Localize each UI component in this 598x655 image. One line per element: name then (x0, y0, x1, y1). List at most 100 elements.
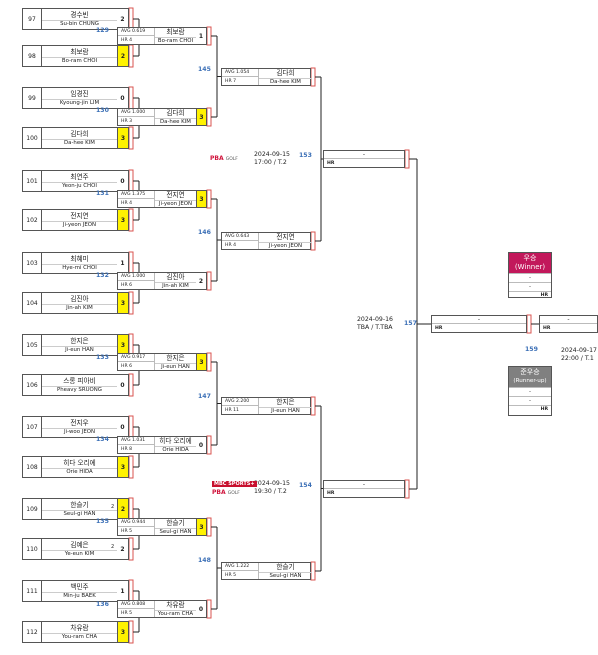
match-score: 2 (117, 9, 128, 29)
match-score: 3 (196, 109, 206, 125)
match-slot-outline (128, 415, 134, 439)
score-annotation: 2 (111, 544, 115, 550)
match-slot-outline (128, 620, 134, 644)
player-name-korean: 스롱 피아비 (63, 376, 96, 385)
winner-title: 우승 (523, 254, 537, 262)
player-name-english: Pheavy SRUONG (42, 385, 117, 394)
schedule-bottom: 2024-09-15 19:30 / T.2 (254, 480, 290, 496)
match-slot-outline (128, 579, 134, 603)
pba-logo-bottom: PBA GOLF (212, 489, 240, 496)
match-score: 2 (196, 273, 206, 289)
match-score: 1 (117, 581, 128, 601)
average-stat: AVG 1.000 (118, 109, 154, 117)
match-slot-outline (128, 126, 134, 150)
high-run-stat: HR 6 (121, 363, 133, 369)
average-stat: AVG 2.200 (222, 398, 258, 406)
player-name-english: Bo-ram CHOI (155, 36, 196, 45)
player-name-english: Da-hee KIM (155, 117, 196, 126)
golf-logo-text: GOLF (227, 491, 240, 496)
player-name-english: Ji-eun HAN (155, 362, 196, 371)
match-slot-outline (206, 435, 212, 455)
player-name-korean: 김다희 (70, 129, 89, 138)
winner-box: 우승 (Winner) - - HR (508, 252, 552, 298)
final-slot[interactable]: -HR (539, 315, 598, 333)
winner-row-1: - (509, 273, 551, 282)
average-stat: AVG 1.031 (118, 437, 154, 445)
player-name-korean: 히다 오리에 (159, 436, 192, 445)
match-score: 1 (117, 253, 128, 273)
schedule-top-time: 17:00 / T.2 (254, 159, 287, 166)
mbc-sports-logo: MBC SPORTS+ (212, 481, 257, 487)
match-score: 2 (117, 499, 128, 519)
player-name-english: Orie HIDA (42, 467, 117, 476)
player-name-english: You-ram CHA (42, 632, 117, 641)
semifinal-slot[interactable]: -HR (323, 480, 405, 498)
match-score: 3 (196, 354, 206, 370)
match-slot-outline (206, 599, 212, 619)
player-name-english: Ji-eun HAN (42, 345, 117, 354)
match-slot-outline (128, 497, 134, 521)
match-number: 132 (96, 272, 109, 279)
player-name-english: Ji-yeon JEON (155, 199, 196, 208)
match-score: 0 (117, 417, 128, 437)
player-name-english: Ji-woo JEON (42, 427, 117, 436)
slot-player: - (324, 151, 404, 159)
semifinal-slot[interactable]: -HR (323, 150, 405, 168)
score-annotation: 2 (111, 504, 115, 510)
average-stat: AVG 0.944 (118, 519, 154, 527)
match-score: 1 (196, 28, 206, 44)
match-slot-outline (206, 271, 212, 291)
seed-number: 98 (23, 46, 42, 66)
high-run-stat: HR 5 (121, 610, 133, 616)
player-name-korean: 한지은 (70, 336, 89, 345)
high-run-stat: HR 8 (121, 446, 133, 452)
runnerup-subtitle: (Runner-up) (513, 377, 547, 384)
player-name-korean: 전지연 (166, 190, 185, 199)
final-slot[interactable]: -HR (431, 315, 527, 333)
average-stat: AVG 1.222 (222, 563, 258, 571)
match-number: 135 (96, 518, 109, 525)
high-run-stat: HR 4 (121, 200, 133, 206)
player-name-english: Su-bin CHUNG (42, 19, 117, 28)
pba-logo-text: PBA (210, 155, 224, 162)
match-number: 131 (96, 189, 109, 197)
winner-subtitle: (Winner) (514, 262, 546, 271)
runnerup-header: 준우승 (Runner-up) (509, 367, 551, 387)
match-score: 2 (117, 46, 128, 66)
match-number: 154 (299, 481, 312, 489)
schedule-semi: 2024-09-16 TBA / T.TBA (357, 316, 393, 332)
